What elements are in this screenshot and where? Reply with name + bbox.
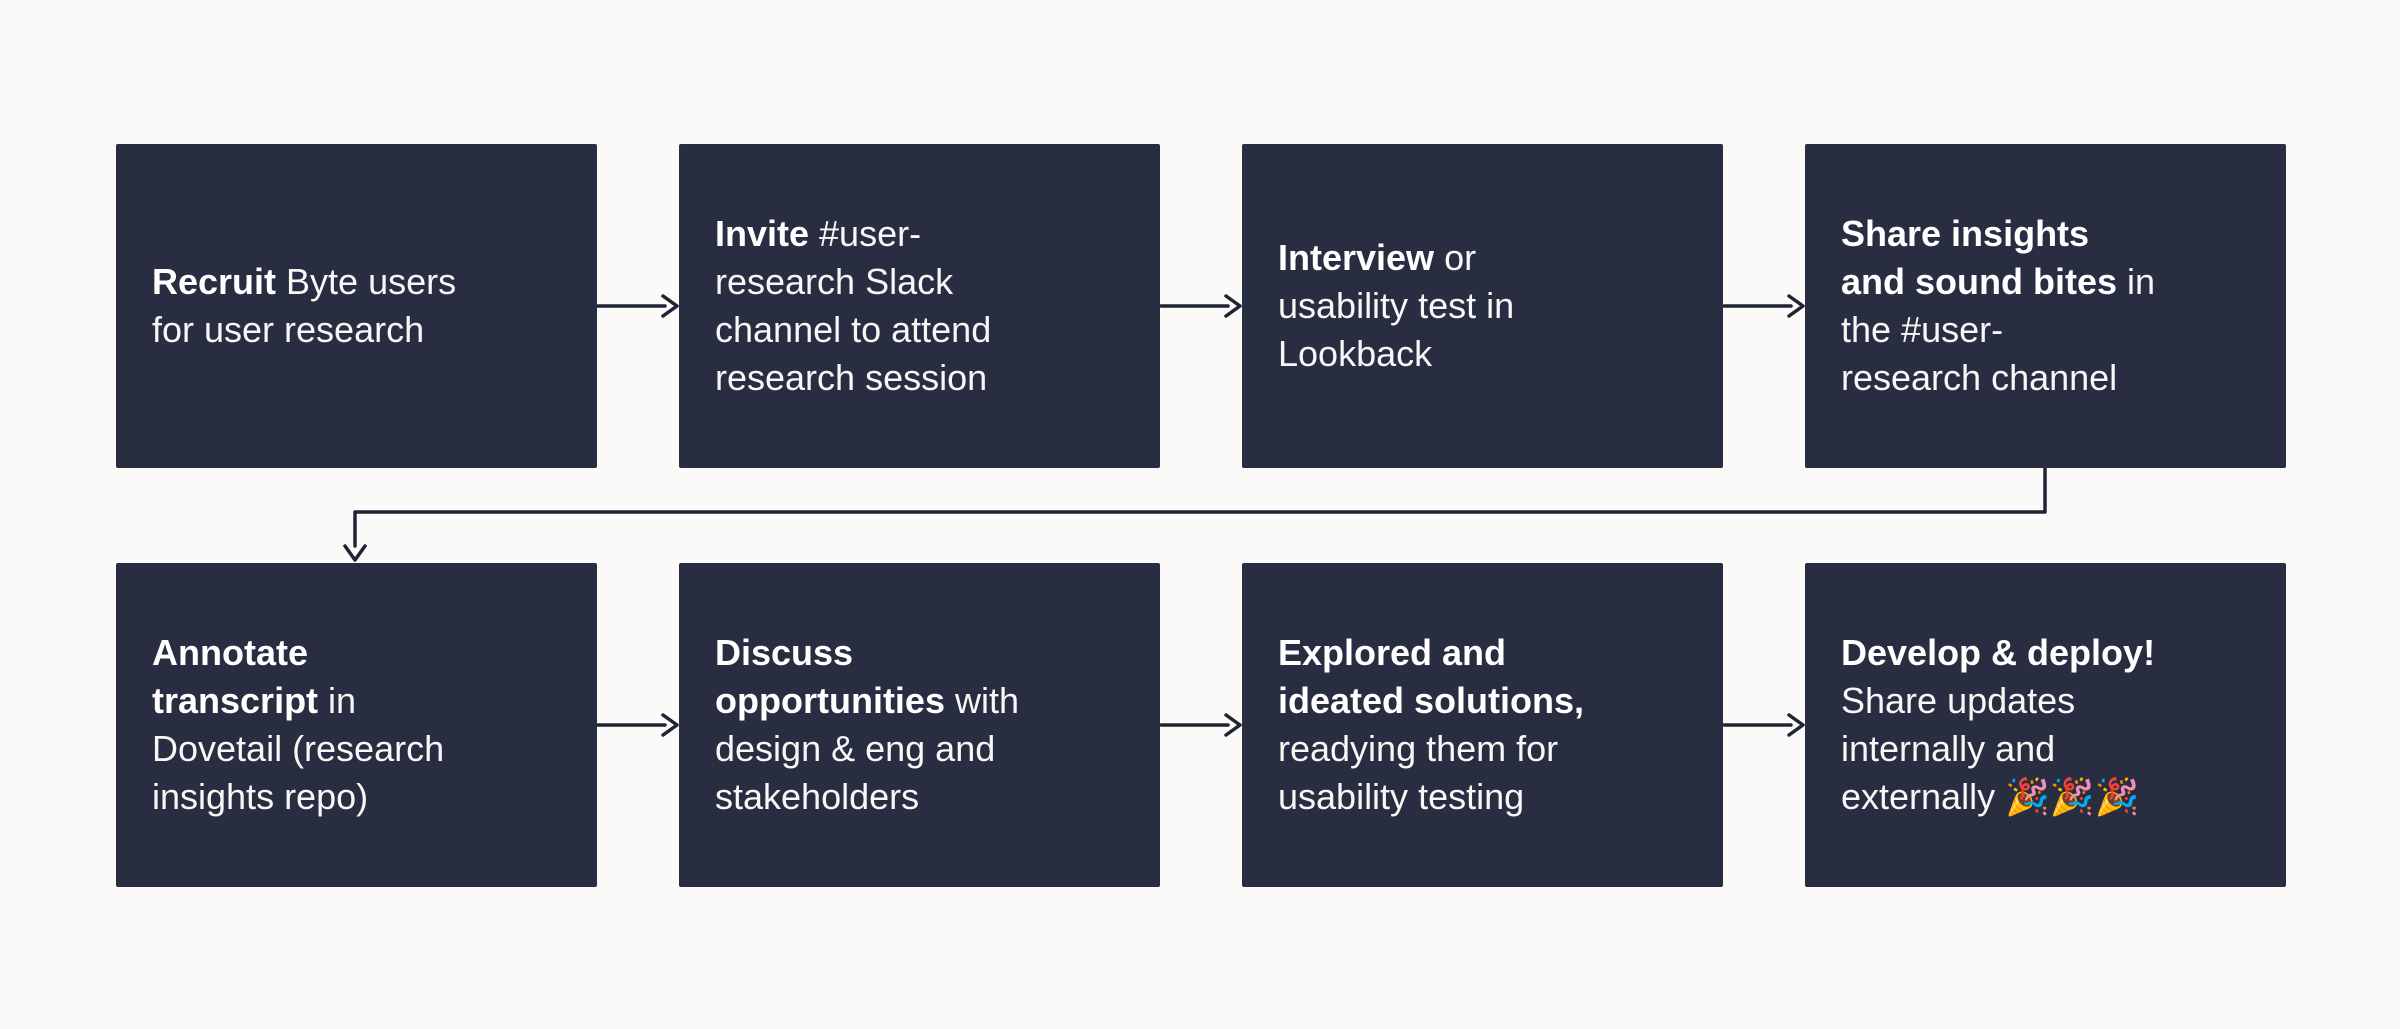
arrow-recruit-to-invite <box>596 294 679 318</box>
flow-step-explored: Explored and ideated solutions, readying… <box>1242 563 1723 887</box>
flow-step-interview: Interview or usability test in Lookback <box>1242 144 1723 468</box>
flow-step-share-insights-text: Share insights and sound bites in the #u… <box>1841 213 2156 398</box>
flow-step-invite-text: Invite #user- research Slack channel to … <box>715 213 992 398</box>
arrow-invite-to-interview <box>1159 294 1242 318</box>
arrow-annotate-to-discuss <box>596 713 679 737</box>
flow-step-develop-deploy: Develop & deploy! Share updates internal… <box>1805 563 2286 887</box>
arrow-discuss-to-explored <box>1159 713 1242 737</box>
flow-step-invite: Invite #user- research Slack channel to … <box>679 144 1160 468</box>
arrow-interview-to-share <box>1722 294 1805 318</box>
flow-step-develop-deploy-text: Develop & deploy! Share updates internal… <box>1841 632 2156 817</box>
flow-step-recruit: Recruit Byte users for user research <box>116 144 597 468</box>
flow-step-recruit-text: Recruit Byte users for user research <box>152 261 457 350</box>
flow-step-annotate: Annotate transcript in Dovetail (researc… <box>116 563 597 887</box>
flow-step-annotate-text: Annotate transcript in Dovetail (researc… <box>152 632 445 817</box>
flow-step-explored-text: Explored and ideated solutions, readying… <box>1278 632 1585 817</box>
flow-step-discuss: Discuss opportunities with design & eng … <box>679 563 1160 887</box>
arrow-share-to-annotate <box>343 467 2047 562</box>
flow-step-share-insights: Share insights and sound bites in the #u… <box>1805 144 2286 468</box>
flow-step-interview-text: Interview or usability test in Lookback <box>1278 237 1515 374</box>
flow-step-discuss-text: Discuss opportunities with design & eng … <box>715 632 1020 817</box>
arrow-explored-to-develop <box>1722 713 1805 737</box>
